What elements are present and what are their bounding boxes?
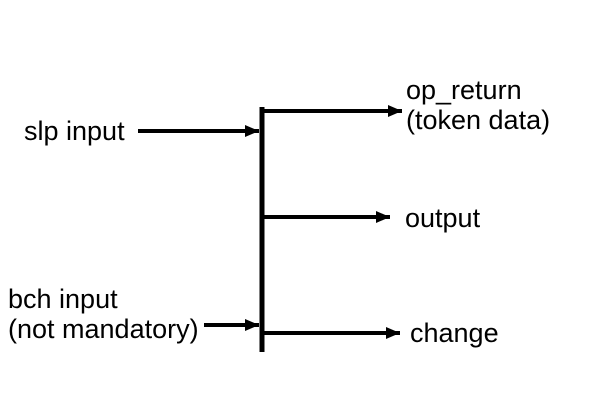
output-label: output: [405, 203, 481, 233]
op-return-label: op_return (token data): [406, 75, 550, 135]
op-return-label-line2: (token data): [406, 105, 551, 135]
op-return-label-line1: op_return: [406, 75, 522, 105]
bch-input-label: bch input (not mandatory): [8, 284, 199, 344]
change-label: change: [410, 318, 499, 348]
slp-input-label: slp input: [24, 116, 125, 146]
bch-input-label-line1: bch input: [8, 284, 118, 314]
bch-input-label-line2: (not mandatory): [8, 314, 199, 344]
